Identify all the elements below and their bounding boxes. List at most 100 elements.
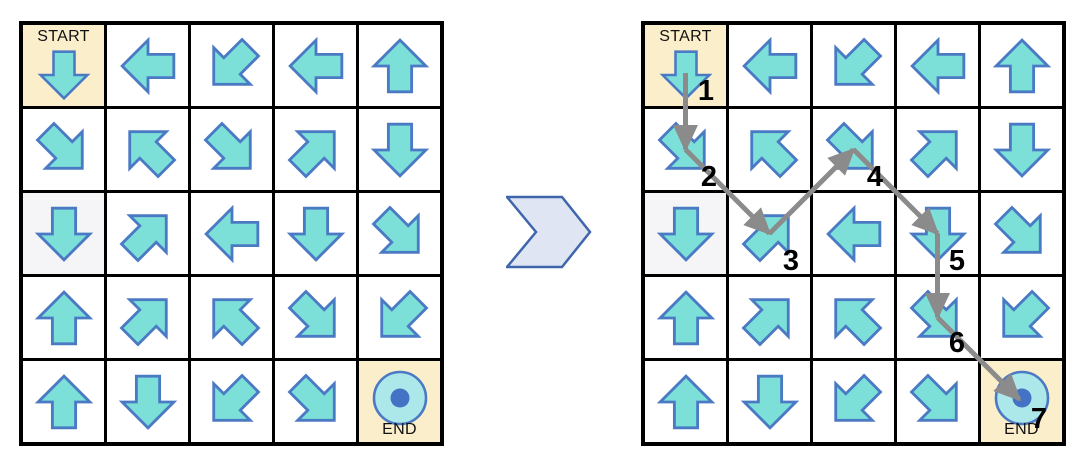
arrow-up-left-icon — [211, 297, 260, 346]
arrow-down-icon — [659, 49, 712, 100]
arrow-down-right-icon — [287, 373, 336, 422]
grid-cell-r3c4 — [359, 277, 440, 358]
grid-cell-r3c2 — [191, 277, 272, 358]
end-label: END — [1004, 421, 1039, 438]
arrow-grid-left-wrapper: START END — [19, 21, 444, 446]
arrow-up-icon — [34, 289, 93, 345]
chevron-right-icon — [506, 195, 592, 269]
arrow-down-icon — [370, 122, 429, 178]
grid-cell-r0c1 — [729, 25, 810, 106]
arrow-down-icon — [37, 49, 90, 100]
grid-cell-r4c1 — [729, 361, 810, 442]
arrow-left-icon — [825, 204, 881, 263]
grid-cell-r2c0 — [645, 193, 726, 274]
arrow-down-icon — [286, 206, 345, 262]
arrow-down-right-icon — [35, 121, 84, 170]
grid-cell-r0c3 — [897, 25, 978, 106]
grid-cell-r2c0 — [23, 193, 104, 274]
arrow-down-icon — [908, 206, 967, 262]
grid-cell-r2c3 — [275, 193, 356, 274]
grid-cell-r3c0 — [23, 277, 104, 358]
arrow-up-right-icon — [119, 297, 168, 346]
arrow-up-right-icon — [287, 129, 336, 178]
grid-cell-r0c0: START — [645, 25, 726, 106]
arrow-up-left-icon — [833, 297, 882, 346]
grid-cell-r2c1 — [729, 193, 810, 274]
grid-cell-r1c2 — [813, 109, 894, 190]
arrow-up-icon — [370, 37, 429, 93]
grid-cell-r2c4 — [359, 193, 440, 274]
arrow-down-icon — [118, 374, 177, 430]
grid-cell-r0c2 — [191, 25, 272, 106]
grid-cell-r1c3 — [897, 109, 978, 190]
grid-cell-r1c2 — [191, 109, 272, 190]
grid-cell-r3c1 — [107, 277, 188, 358]
arrow-down-right-icon — [287, 289, 336, 338]
arrow-left-icon — [119, 36, 175, 95]
arrow-down-left-icon — [379, 289, 428, 338]
arrow-down-left-icon — [211, 37, 260, 86]
arrow-left-icon — [909, 36, 965, 95]
grid-cell-r1c0 — [23, 109, 104, 190]
grid-cell-r4c1 — [107, 361, 188, 442]
grid-cell-r4c0 — [23, 361, 104, 442]
start-label: START — [37, 28, 90, 45]
grid-cell-r3c2 — [813, 277, 894, 358]
end-label: END — [382, 421, 417, 438]
grid-cell-r4c3 — [897, 361, 978, 442]
grid-cell-r0c4 — [981, 25, 1062, 106]
arrow-down-left-icon — [1001, 289, 1050, 338]
arrow-down-right-icon — [657, 121, 706, 170]
arrow-up-right-icon — [119, 213, 168, 262]
grid-cell-r0c2 — [813, 25, 894, 106]
target-bullseye-icon — [372, 370, 427, 425]
grid-cell-r4c2 — [191, 361, 272, 442]
arrow-up-right-icon — [741, 297, 790, 346]
grid-cell-r2c2 — [191, 193, 272, 274]
arrow-up-right-icon — [741, 213, 790, 262]
arrow-up-icon — [992, 37, 1051, 93]
arrow-up-icon — [656, 373, 715, 429]
grid-cell-r0c1 — [107, 25, 188, 106]
grid-cell-r4c0 — [645, 361, 726, 442]
grid-cell-r2c1 — [107, 193, 188, 274]
grid-cell-r3c0 — [645, 277, 726, 358]
grid-cell-r1c4 — [359, 109, 440, 190]
arrow-grid-right: START END — [641, 21, 1066, 446]
grid-cell-r0c4 — [359, 25, 440, 106]
grid-cell-r0c3 — [275, 25, 356, 106]
arrow-left-icon — [287, 36, 343, 95]
arrow-down-right-icon — [909, 289, 958, 338]
arrow-up-icon — [656, 289, 715, 345]
grid-cell-r4c4: END — [981, 361, 1062, 442]
arrow-up-left-icon — [749, 129, 798, 178]
arrow-left-icon — [741, 36, 797, 95]
grid-cell-r3c3 — [275, 277, 356, 358]
grid-cell-r2c3 — [897, 193, 978, 274]
grid-cell-r2c2 — [813, 193, 894, 274]
grid-cell-r1c4 — [981, 109, 1062, 190]
arrow-down-icon — [656, 206, 715, 262]
grid-cell-r3c3 — [897, 277, 978, 358]
grid-cell-r1c0 — [645, 109, 726, 190]
arrow-down-right-icon — [371, 205, 420, 254]
grid-cell-r4c2 — [813, 361, 894, 442]
arrow-up-left-icon — [127, 129, 176, 178]
arrow-down-right-icon — [825, 121, 874, 170]
grid-cell-r1c3 — [275, 109, 356, 190]
grid-cell-r3c1 — [729, 277, 810, 358]
arrow-down-icon — [34, 206, 93, 262]
arrow-down-icon — [992, 122, 1051, 178]
arrow-down-right-icon — [909, 373, 958, 422]
grid-cell-r4c3 — [275, 361, 356, 442]
grid-cell-r0c0: START — [23, 25, 104, 106]
grid-cell-r2c4 — [981, 193, 1062, 274]
arrow-down-left-icon — [833, 373, 882, 422]
arrow-grid-left: START END — [19, 21, 444, 446]
grid-cell-r1c1 — [729, 109, 810, 190]
start-label: START — [659, 28, 712, 45]
grid-cell-r4c4: END — [359, 361, 440, 442]
arrow-down-right-icon — [993, 205, 1042, 254]
arrow-up-icon — [34, 373, 93, 429]
